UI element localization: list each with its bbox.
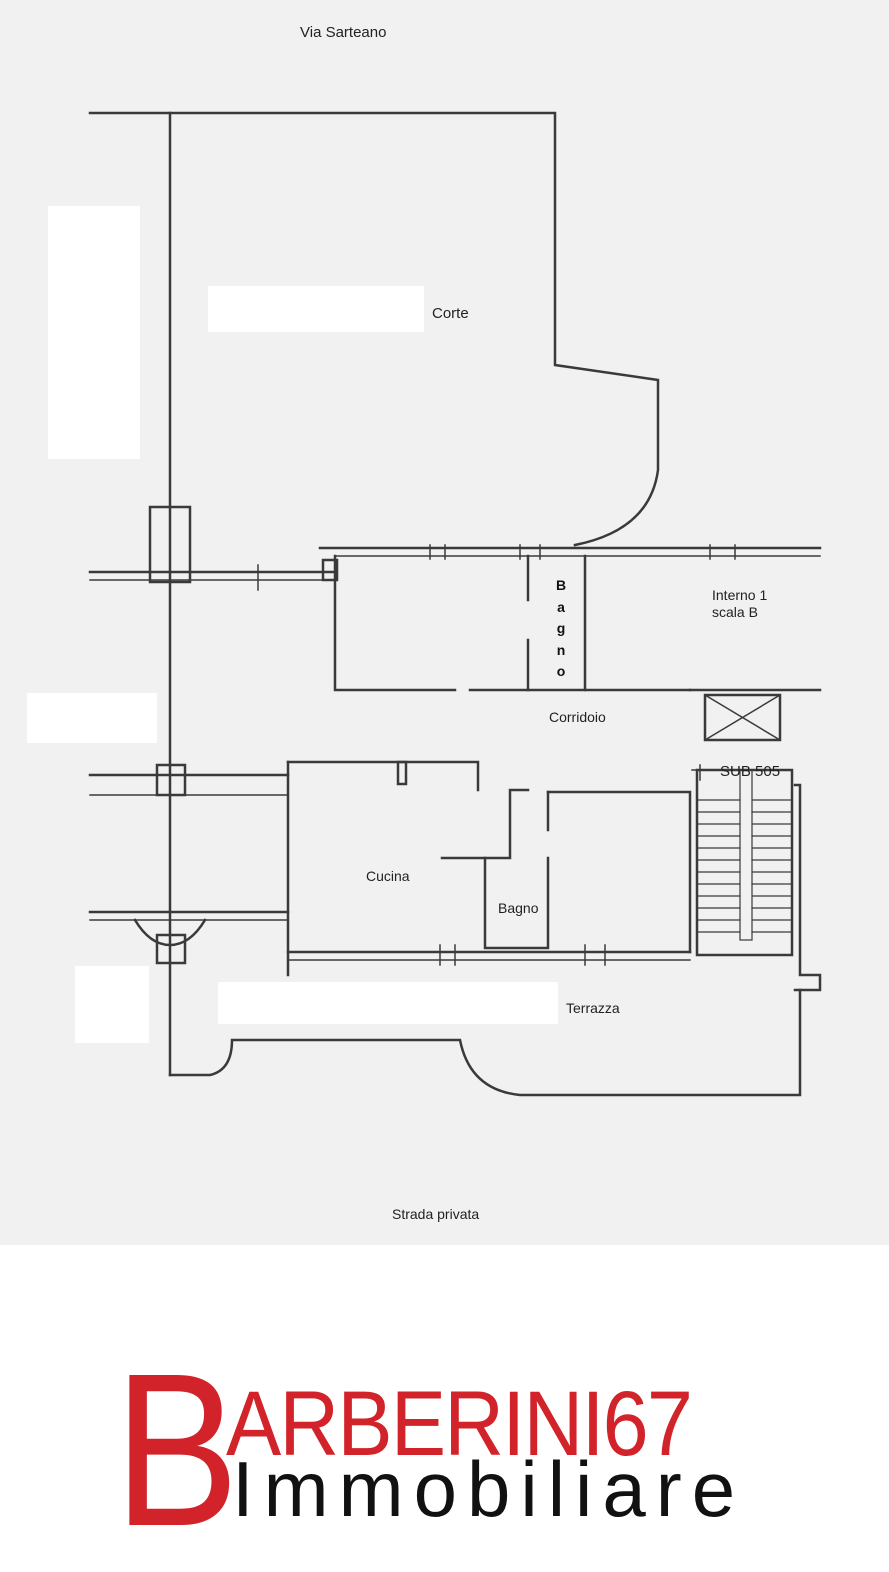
cucina-outline [286, 760, 480, 792]
street-bottom-label: Strada privata [392, 1206, 480, 1222]
pillar-round [133, 918, 207, 947]
logo-area [0, 1245, 889, 1536]
floor-plan-drawing [88, 111, 822, 1097]
room-label-bagno: Bagno [498, 900, 539, 916]
pillar-top [148, 505, 192, 584]
pillar-mid [155, 763, 187, 797]
room-label-scala: scala B [712, 604, 758, 620]
street-top-label: Via Sarteano [300, 24, 387, 41]
staircase [695, 768, 794, 957]
redaction-block [208, 286, 424, 332]
floor-plan: Via Sarteano Corte Interno 1 scala B B a… [0, 0, 889, 1245]
redaction-block [218, 982, 558, 1024]
logo-tagline: Immobiliare [232, 1445, 746, 1533]
room-lower-right [546, 790, 692, 954]
bagno-lower [483, 856, 550, 950]
bagno-letter: o [556, 663, 566, 679]
redaction-block [48, 206, 140, 459]
bagno-letter: a [557, 598, 565, 615]
room-label-interno: Interno 1 [712, 587, 768, 603]
redaction-block [75, 966, 149, 1043]
room-label-bagno-vertical: B a g n o [549, 575, 573, 683]
room-label-sub: SUB 505 [720, 763, 781, 780]
bagno-letter: n [556, 641, 566, 658]
logo-brand-name: ARBERINI67 [226, 1373, 693, 1475]
room-upper-left [333, 554, 457, 692]
room-label-corte: Corte [432, 305, 469, 322]
corte-outline [88, 111, 660, 547]
room-label-cucina: Cucina [366, 868, 410, 884]
bagno-letter: B [555, 577, 567, 593]
redaction-block [27, 693, 157, 743]
elevator [703, 693, 782, 742]
bagno-letter: g [556, 620, 566, 636]
logo-initial: B [114, 1329, 240, 1572]
room-label-terrazza: Terrazza [566, 1000, 620, 1016]
room-label-corridoio: Corridoio [549, 709, 606, 725]
terrazza-outline [168, 988, 802, 1097]
